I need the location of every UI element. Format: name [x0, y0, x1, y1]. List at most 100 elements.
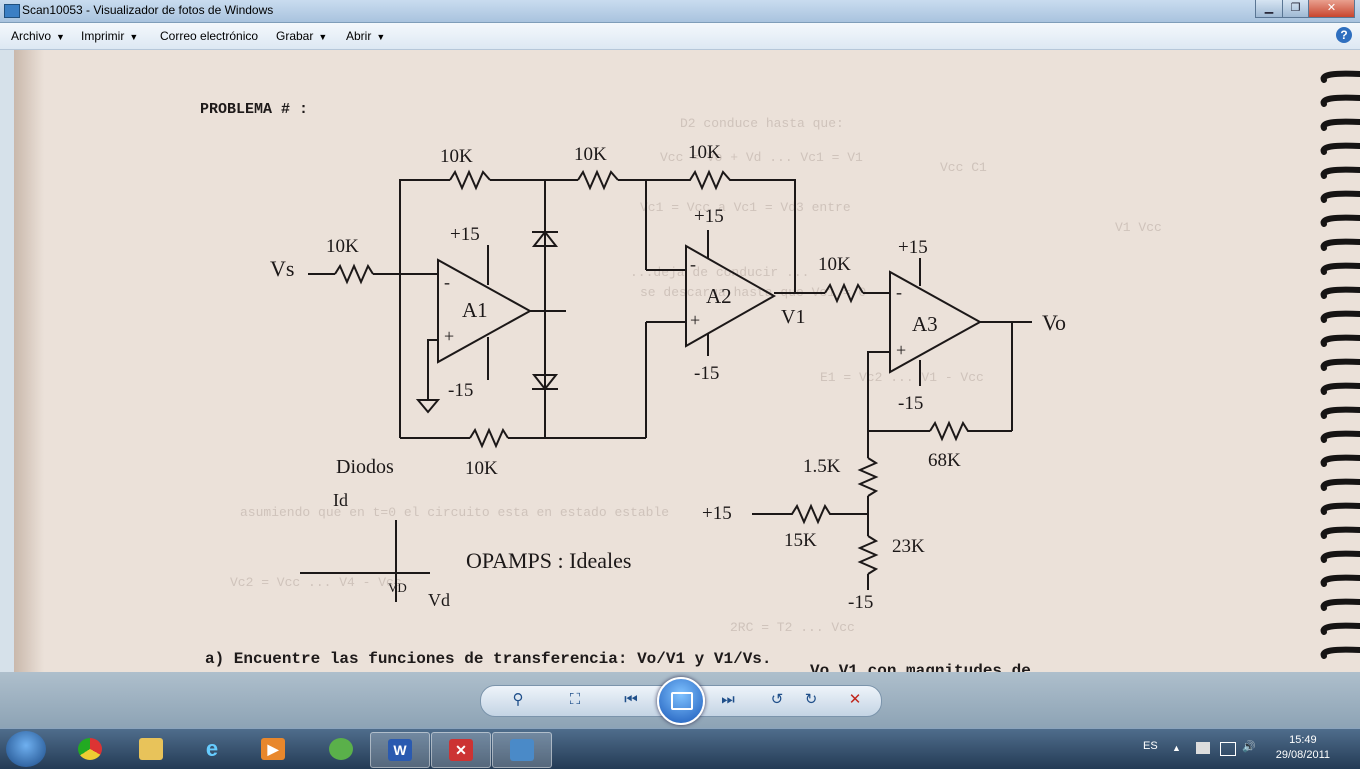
resistor-label: 68K	[928, 450, 961, 471]
resistor-label: 10K	[574, 144, 607, 165]
noninverting-input-label: +	[444, 326, 455, 346]
vs-label: Vs	[270, 256, 295, 281]
opamp-a1-label: A1	[462, 298, 488, 322]
clock[interactable]: 15:49 29/08/2011	[1276, 733, 1330, 763]
menu-correo-label: Correo electrónico	[160, 29, 259, 43]
spiral-binding	[1320, 70, 1360, 659]
supply-label: -15	[694, 363, 720, 384]
taskbar: e ▶ W ✕ ES ▲ 🔊 15:49 29/08/2011	[0, 728, 1360, 769]
supply-label: +15	[702, 503, 732, 524]
ghost-text: 2RC = T2 ... Vcc	[730, 620, 855, 635]
diodos-label: Diodos	[336, 456, 394, 478]
chrome-icon	[78, 738, 102, 760]
taskbar-chrome[interactable]	[61, 732, 119, 766]
slideshow-button[interactable]	[657, 677, 705, 725]
photo-viewport: D2 conduce hasta que: Vcc = Vo + Vd ... …	[0, 50, 1360, 672]
id-axis-label: Id	[333, 490, 348, 510]
rotate-cw-icon[interactable]: ↻	[804, 691, 818, 708]
noninverting-input-label: +	[690, 310, 701, 330]
paint-icon: ✕	[449, 739, 473, 761]
ghost-text: Vc2 = Vcc ... V4 - Vcc	[230, 575, 402, 590]
scanned-photo	[14, 50, 1360, 672]
photo-viewer-icon	[510, 739, 534, 761]
menu-bar: Archivo▼ Imprimir ▼ Correo electrónico Gr…	[0, 23, 1360, 50]
language-indicator[interactable]: ES	[1143, 740, 1158, 752]
supply-label: +15	[694, 206, 724, 227]
resistor-label: 10K	[818, 254, 851, 275]
help-icon[interactable]: ?	[1336, 27, 1352, 43]
menu-abrir-label: Abrir	[346, 29, 372, 43]
messenger-icon	[329, 738, 353, 760]
resistor-label: 23K	[892, 536, 925, 557]
fit-window-icon[interactable]: ⛶	[569, 691, 581, 708]
rotate-ccw-icon[interactable]: ↺	[770, 691, 784, 708]
show-hidden-icons-icon[interactable]: ▲	[1172, 743, 1181, 753]
opamp-a2-label: A2	[706, 284, 732, 308]
menu-imprimir[interactable]: Imprimir ▼	[81, 29, 138, 43]
ghost-text: Vcc = Vo + Vd ... Vc1 = V1	[660, 150, 863, 165]
menu-imprimir-label: Imprimir	[81, 29, 125, 43]
menu-grabar-label: Grabar	[276, 29, 314, 43]
flag-icon[interactable]	[1196, 742, 1210, 754]
taskbar-explorer[interactable]	[122, 732, 180, 766]
clock-date: 29/08/2011	[1275, 749, 1330, 761]
ghost-text: Vc1 = Vcc a Vc1 = Vd3 entre	[640, 200, 851, 215]
taskbar-media[interactable]: ▶	[244, 732, 302, 766]
taskbar-word[interactable]: W	[370, 732, 430, 768]
ghost-text: ...deja de conducir ...	[630, 265, 810, 280]
resistor-label: 10K	[465, 458, 498, 479]
v1-label: V1	[781, 306, 806, 328]
opamp-a3-label: A3	[912, 312, 938, 336]
question-text: a) Encuentre las funciones de transferen…	[205, 650, 772, 668]
delete-icon[interactable]: ✕	[848, 691, 862, 708]
network-icon[interactable]	[1220, 742, 1236, 756]
clock-time: 15:49	[1289, 734, 1317, 746]
maximize-button[interactable]: ❐	[1282, 0, 1309, 18]
chevron-down-icon: ▼	[56, 32, 65, 42]
inverting-input-label: -	[690, 254, 696, 274]
zoom-icon[interactable]: ⚲	[512, 691, 524, 708]
minimize-button[interactable]: ▁	[1255, 0, 1283, 18]
close-button[interactable]: ✕	[1308, 0, 1355, 18]
inverting-input-label: -	[896, 282, 902, 302]
ghost-text: asumiendo que en t=0 el circuito esta en…	[240, 505, 670, 520]
folder-icon	[139, 738, 163, 760]
taskbar-messenger[interactable]	[312, 732, 370, 766]
noninverting-input-label: +	[896, 340, 907, 360]
resistor-label: 10K	[440, 146, 473, 167]
taskbar-paint[interactable]: ✕	[431, 732, 491, 768]
circuit-schematic	[300, 169, 1032, 602]
menu-abrir[interactable]: Abrir ▼	[346, 29, 385, 43]
inverting-input-label: -	[444, 272, 450, 292]
resistor-label: 1.5K	[803, 456, 841, 477]
menu-archivo[interactable]: Archivo▼	[11, 29, 65, 43]
previous-icon[interactable]: ⏮	[624, 691, 638, 708]
ghost-text: E1 = Vc2 ... V1 - Vcc	[820, 370, 984, 385]
vd-threshold-label: VD	[388, 580, 407, 595]
taskbar-ie[interactable]: e	[183, 732, 241, 766]
vd-axis-label: Vd	[428, 590, 450, 610]
supply-label: -15	[448, 380, 474, 401]
vo-label: Vo	[1042, 310, 1067, 335]
word-icon: W	[388, 739, 412, 761]
next-icon[interactable]: ⏭	[721, 691, 735, 708]
supply-label: -15	[848, 592, 874, 613]
supply-label: -15	[898, 393, 924, 414]
menu-grabar[interactable]: Grabar ▼	[276, 29, 327, 43]
start-button[interactable]	[6, 731, 46, 767]
resistor-label: 15K	[784, 530, 817, 551]
volume-icon[interactable]: 🔊	[1242, 741, 1256, 753]
window-title: Scan10053 - Visualizador de fotos de Win…	[22, 3, 274, 17]
photo-viewer-app-icon	[4, 4, 20, 18]
problem-title: PROBLEMA # :	[200, 101, 309, 118]
taskbar-photo-viewer[interactable]	[492, 732, 552, 768]
supply-label: +15	[450, 224, 480, 245]
ie-icon: e	[205, 736, 219, 761]
supply-label: +15	[898, 237, 928, 258]
menu-correo[interactable]: Correo electrónico	[160, 29, 258, 43]
chevron-down-icon: ▼	[376, 32, 386, 42]
chevron-down-icon: ▼	[129, 32, 139, 42]
media-icon: ▶	[261, 738, 285, 760]
resistor-label: 10K	[688, 142, 721, 163]
chevron-down-icon: ▼	[318, 32, 328, 42]
